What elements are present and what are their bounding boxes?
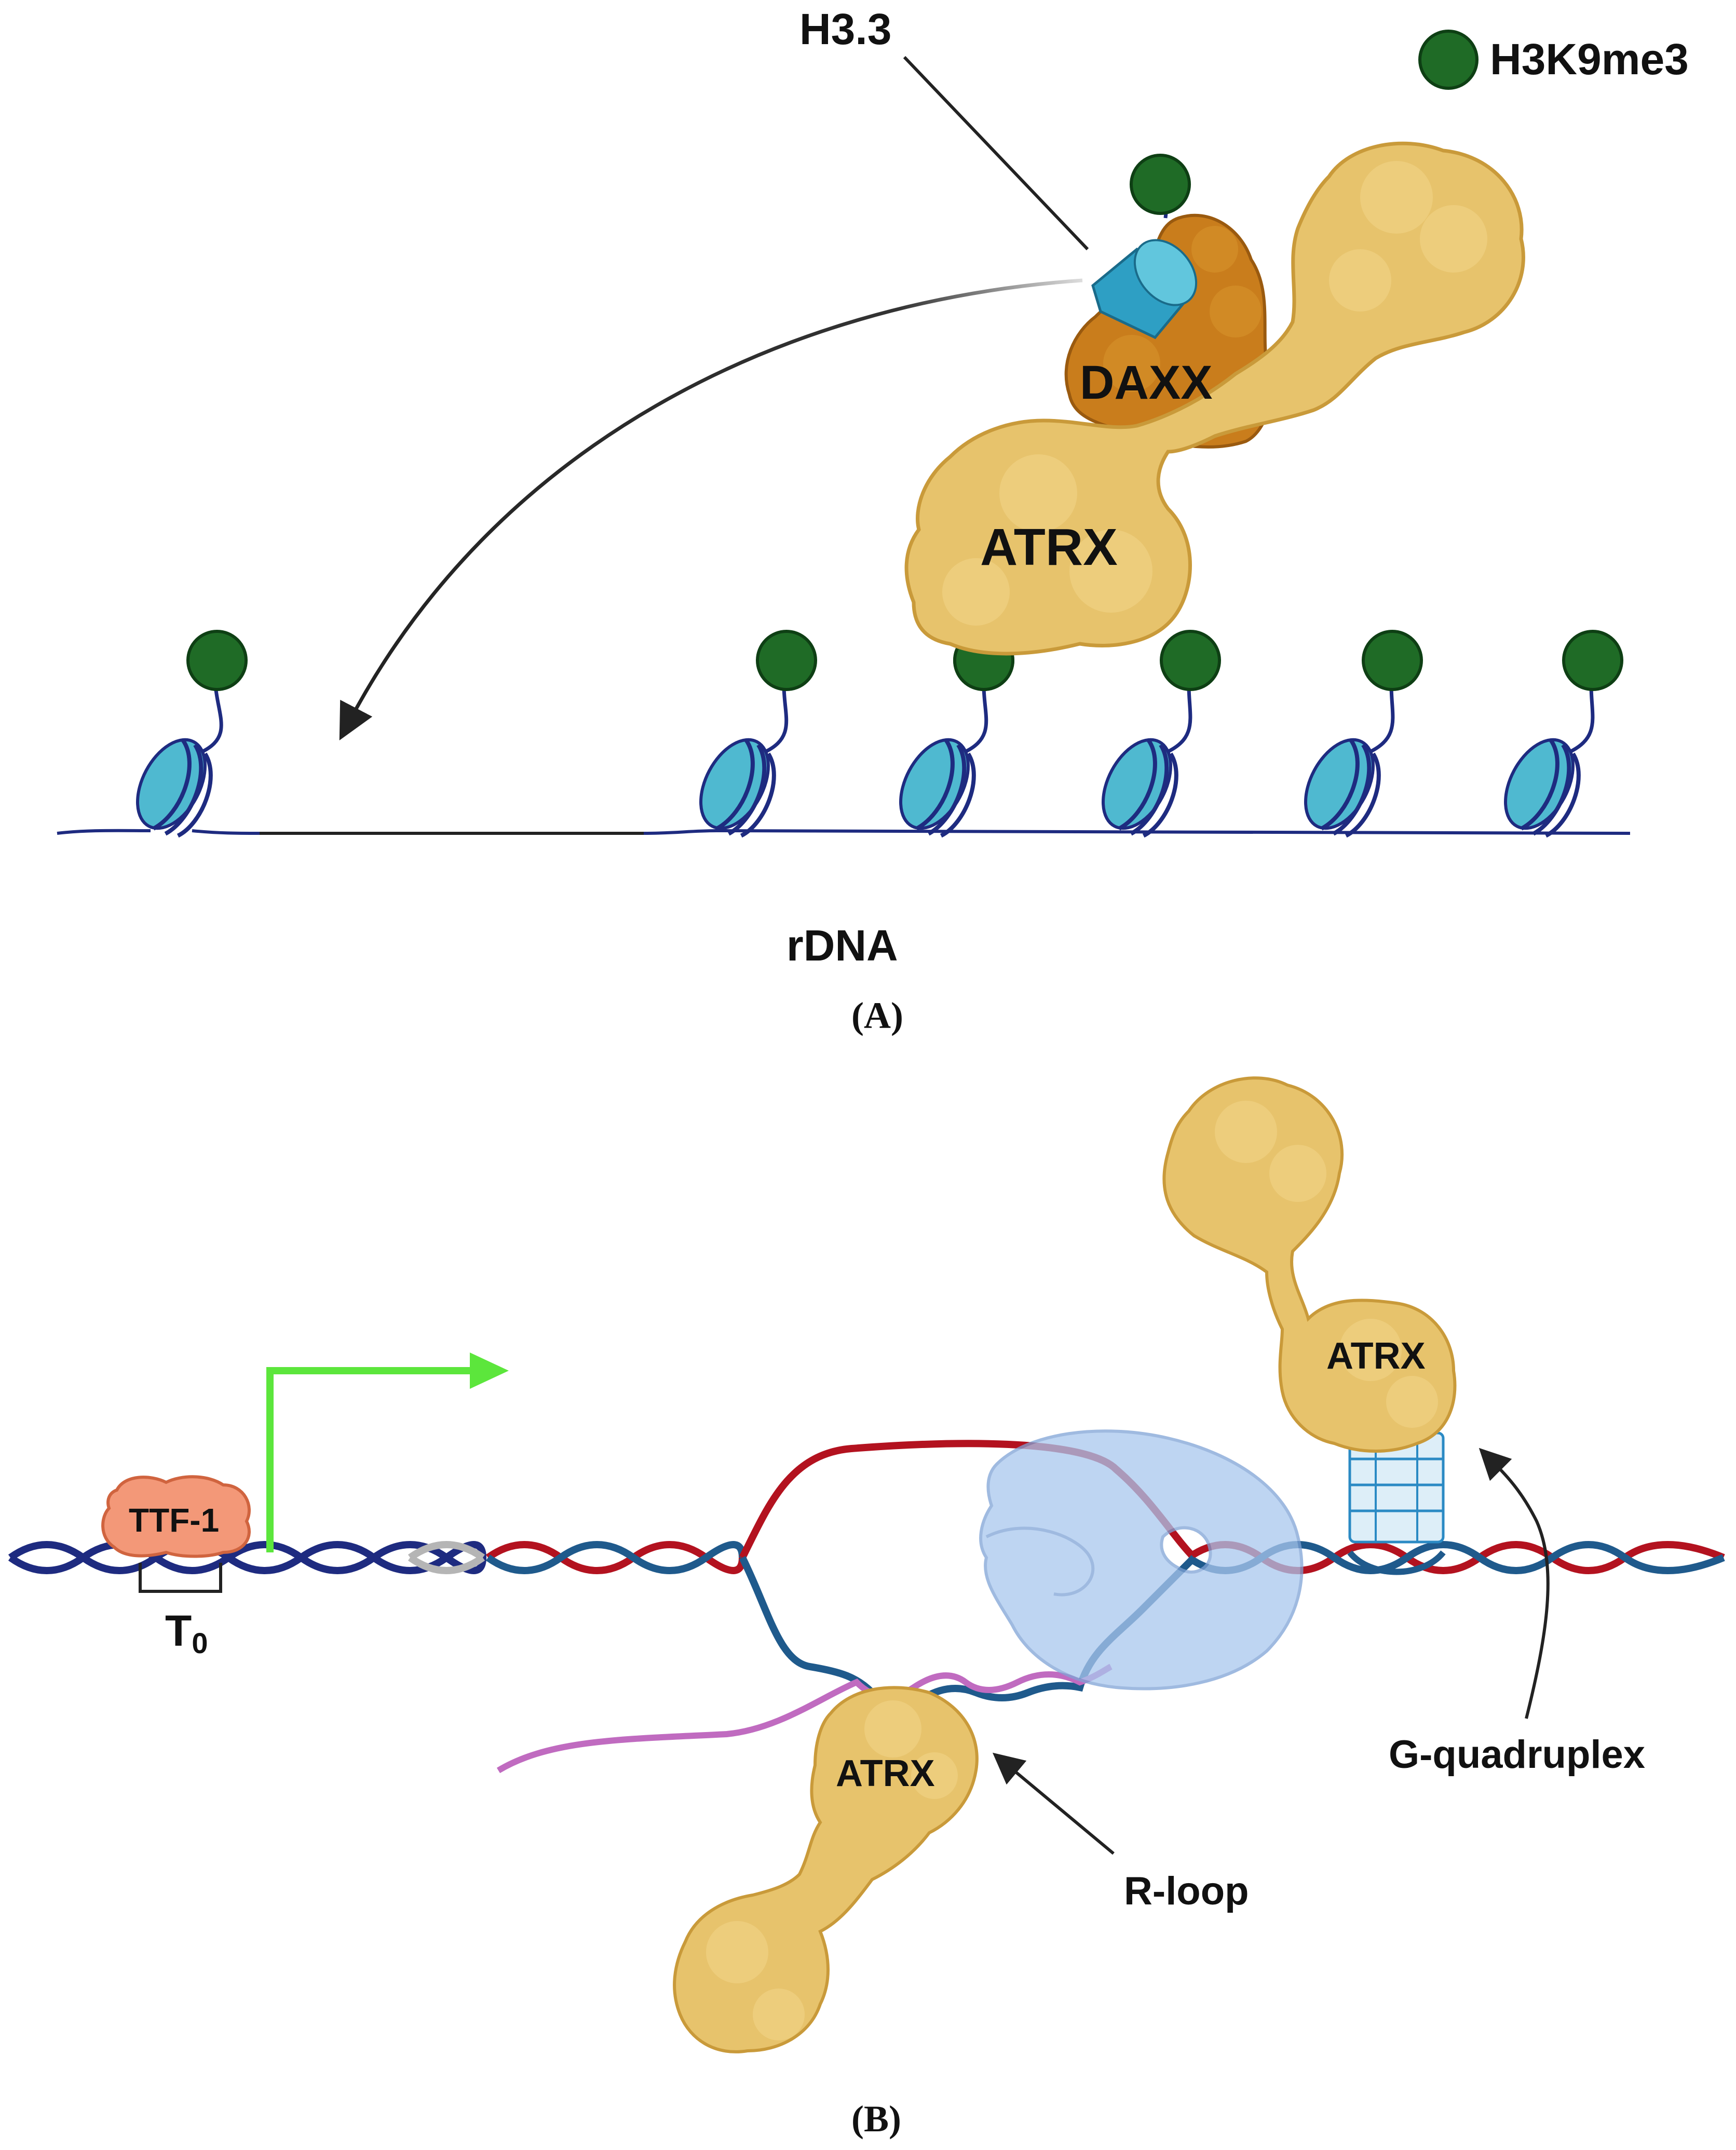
rna-strand bbox=[496, 1664, 1113, 1774]
nucleosome-5 bbox=[1292, 630, 1423, 840]
rloop-label: R-loop bbox=[1124, 1869, 1249, 1913]
atrx-label-gquad: ATRX bbox=[1326, 1335, 1426, 1377]
g-quadruplex bbox=[1347, 1431, 1446, 1575]
rloop-pointer bbox=[992, 1752, 1115, 1855]
daxx-label: DAXX bbox=[1080, 356, 1213, 409]
h3k9me3-mark-6 bbox=[1562, 630, 1623, 691]
legend-label: H3K9me3 bbox=[1490, 35, 1689, 84]
legend-h3k9me3: H3K9me3 bbox=[1418, 30, 1689, 90]
nucleosome-4 bbox=[1089, 630, 1221, 840]
dna-helix-left bbox=[8, 1541, 486, 1574]
atrx-label-rloop: ATRX bbox=[836, 1753, 935, 1794]
transcription-start-arrow bbox=[266, 1353, 509, 1552]
h3k9me3-legend-marker bbox=[1418, 30, 1479, 90]
gquad-label: G-quadruplex bbox=[1389, 1733, 1645, 1777]
panel-b-caption: (B) bbox=[851, 2098, 901, 2140]
h33-label: H3.3 bbox=[799, 5, 891, 53]
atrx-protein-rloop: ATRX bbox=[673, 1686, 979, 2053]
panel-b: T0 TTF-1 bbox=[8, 1076, 1725, 2140]
ttf1-protein: TTF-1 bbox=[101, 1475, 251, 1558]
atrx-protein-gquad: ATRX bbox=[1162, 1076, 1457, 1453]
h3k9me3-mark-2 bbox=[756, 630, 817, 691]
t0-element: T0 bbox=[139, 1563, 222, 1659]
gquad-pointer bbox=[1479, 1448, 1550, 1719]
nucleosome-6 bbox=[1491, 630, 1623, 840]
rdna-label: rDNA bbox=[786, 921, 898, 970]
t0-label: T0 bbox=[165, 1606, 208, 1659]
nucleosome-1 bbox=[124, 630, 248, 840]
nucleosome-2 bbox=[687, 630, 817, 840]
h3k9me3-mark-h33 bbox=[1130, 154, 1191, 215]
panel-a: H3K9me3 H3.3 bbox=[57, 5, 1689, 1036]
h33-pointer-line bbox=[903, 56, 1089, 251]
rna-polymerase bbox=[979, 1429, 1304, 1691]
atrx-protein-panel-a bbox=[904, 141, 1525, 656]
h33-histone bbox=[1091, 154, 1198, 340]
atrx-label-panel-a: ATRX bbox=[980, 518, 1118, 576]
panel-a-caption: (A) bbox=[851, 995, 903, 1036]
deposition-arrow bbox=[339, 278, 1083, 741]
h3k9me3-mark-4 bbox=[1160, 630, 1221, 691]
ttf1-label: TTF-1 bbox=[129, 1502, 219, 1539]
h3k9me3-mark-1 bbox=[186, 630, 248, 691]
atrx-daxx-complex: DAXX ATRX bbox=[904, 141, 1525, 691]
rdna-strand bbox=[57, 829, 1631, 835]
h3k9me3-mark-5 bbox=[1362, 630, 1423, 691]
